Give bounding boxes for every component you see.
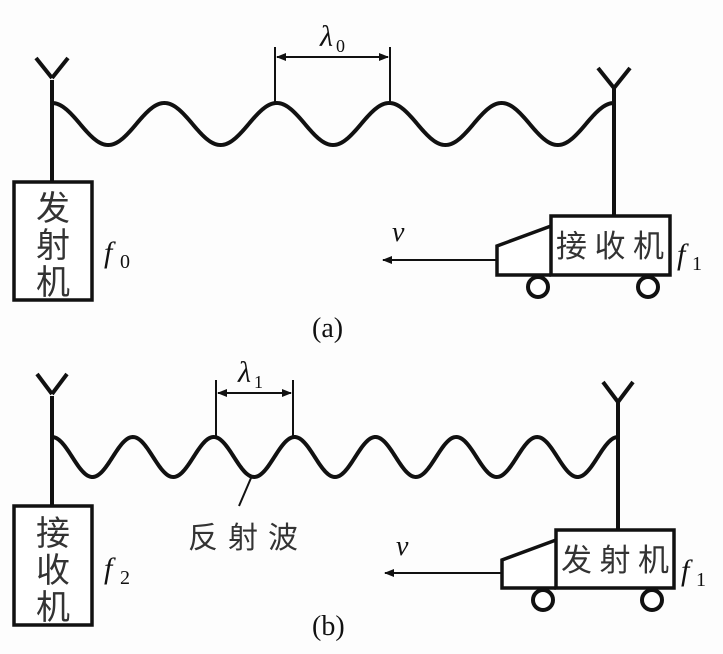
svg-text:2: 2: [120, 567, 130, 589]
wavelength-marker-a: [274, 47, 391, 103]
transmitter-box: [12, 180, 94, 302]
freq-label-f1: f 1: [677, 238, 702, 275]
freq-label-f1: f 1: [681, 554, 706, 591]
right-antenna-icon: [601, 380, 635, 530]
wheel-icon: [640, 588, 664, 612]
svg-text:λ: λ: [319, 20, 333, 53]
freq-label-f2: f 2: [104, 552, 130, 589]
truck-body: [554, 528, 676, 590]
wheel-icon: [636, 275, 660, 299]
panel-a: 发 射 机 f 0 λ 0 接收机: [12, 20, 702, 344]
svg-text:1: 1: [696, 569, 706, 591]
svg-text:1: 1: [692, 253, 702, 275]
freq-label-f0: f 0: [104, 236, 130, 273]
wavelength-marker-b: [215, 380, 294, 437]
svg-text:f: f: [677, 238, 689, 271]
transmitter-label: 发射机: [561, 543, 669, 579]
left-antenna-icon: [35, 372, 69, 506]
truck-cab: [495, 224, 552, 277]
right-antenna-icon: [596, 66, 632, 215]
svg-text:f: f: [681, 554, 693, 587]
panel-b: 接 收 机 f 2 λ 1 反射波 发射机: [12, 356, 706, 642]
wavelength-label-b: λ 1: [237, 356, 263, 392]
receiver-truck: 接收机: [495, 214, 672, 299]
box-char: 机: [36, 263, 70, 303]
box-char: 发: [36, 189, 70, 229]
transmitter-truck: 发射机: [500, 528, 676, 612]
receiver-box: [12, 504, 94, 627]
box-char: 收: [36, 551, 70, 591]
caption-a: (a): [312, 313, 343, 344]
box-char: 接: [36, 514, 70, 554]
svg-text:0: 0: [120, 251, 130, 273]
receiver-label: 接收机: [556, 229, 664, 265]
wave-a: [51, 100, 615, 148]
left-antenna-icon: [34, 56, 70, 181]
truck-body: [549, 214, 672, 277]
velocity-label-b: v: [396, 531, 409, 562]
annotation-leader-line: [238, 477, 252, 507]
svg-text:1: 1: [254, 372, 263, 392]
reflected-wave-label: 反射波: [188, 521, 298, 556]
caption-b: (b): [312, 611, 345, 642]
wheel-icon: [531, 588, 555, 612]
svg-text:λ: λ: [237, 356, 251, 389]
svg-text:f: f: [104, 236, 116, 269]
svg-text:0: 0: [336, 36, 345, 56]
wave-b: [51, 434, 619, 480]
truck-cab: [500, 538, 557, 590]
wheel-icon: [526, 275, 550, 299]
box-char: 机: [36, 588, 70, 628]
svg-text:f: f: [104, 552, 116, 585]
wavelength-label-a: λ 0: [319, 20, 345, 56]
velocity-label-a: v: [392, 217, 405, 248]
box-char: 射: [36, 226, 70, 266]
